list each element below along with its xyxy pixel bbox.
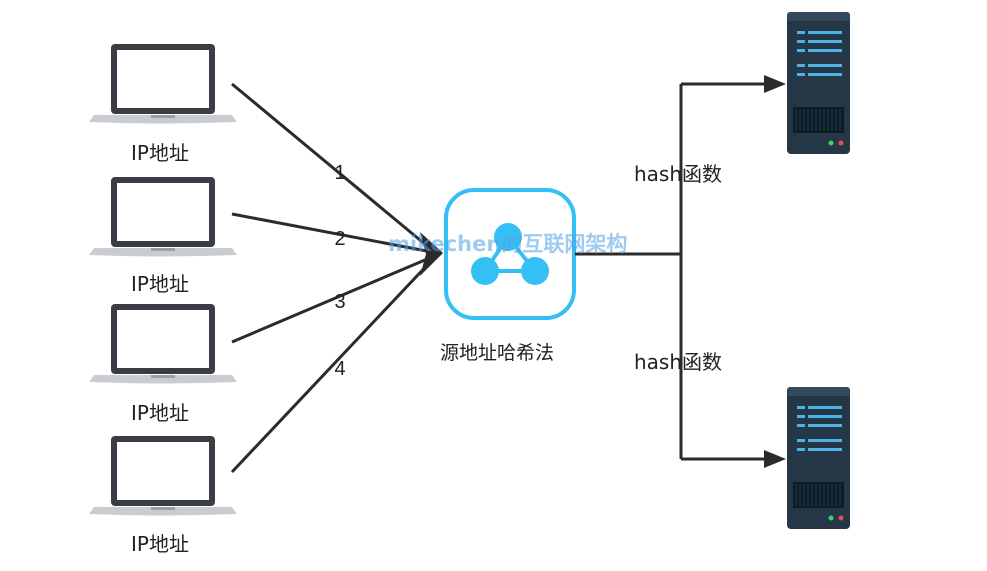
balancer-label: 源地址哈希法 bbox=[440, 342, 555, 364]
client-label-2: IP地址 bbox=[131, 272, 189, 296]
hash-function-label-top: hash函数 bbox=[634, 162, 723, 186]
edge-number-2: 2 bbox=[334, 228, 345, 250]
watermark-text: mikechen的互联网架构 bbox=[388, 232, 628, 256]
hash-function-label-bottom: hash函数 bbox=[634, 350, 723, 374]
laptop-icon bbox=[89, 44, 237, 124]
client-label-3: IP地址 bbox=[131, 401, 189, 425]
edge-client-3 bbox=[231, 255, 433, 344]
edge-client-2 bbox=[231, 212, 433, 254]
server-rack-icon bbox=[786, 386, 851, 530]
client-label-1: IP地址 bbox=[131, 141, 189, 165]
edge-number-3: 3 bbox=[334, 291, 345, 313]
client-label-4: IP地址 bbox=[131, 532, 189, 556]
server-rack-icon bbox=[786, 11, 851, 155]
arrowhead-icon bbox=[420, 232, 443, 276]
arrowhead-icon bbox=[764, 450, 786, 468]
laptop-icon bbox=[89, 177, 237, 257]
laptop-icon bbox=[89, 436, 237, 516]
laptop-icon bbox=[89, 304, 237, 384]
share-network-icon bbox=[444, 188, 576, 320]
edge-client-1 bbox=[231, 82, 433, 252]
edge-client-4 bbox=[230, 258, 434, 474]
edge-number-1: 1 bbox=[334, 162, 345, 184]
edge-number-4: 4 bbox=[334, 358, 345, 380]
arrowhead-icon bbox=[764, 75, 786, 93]
